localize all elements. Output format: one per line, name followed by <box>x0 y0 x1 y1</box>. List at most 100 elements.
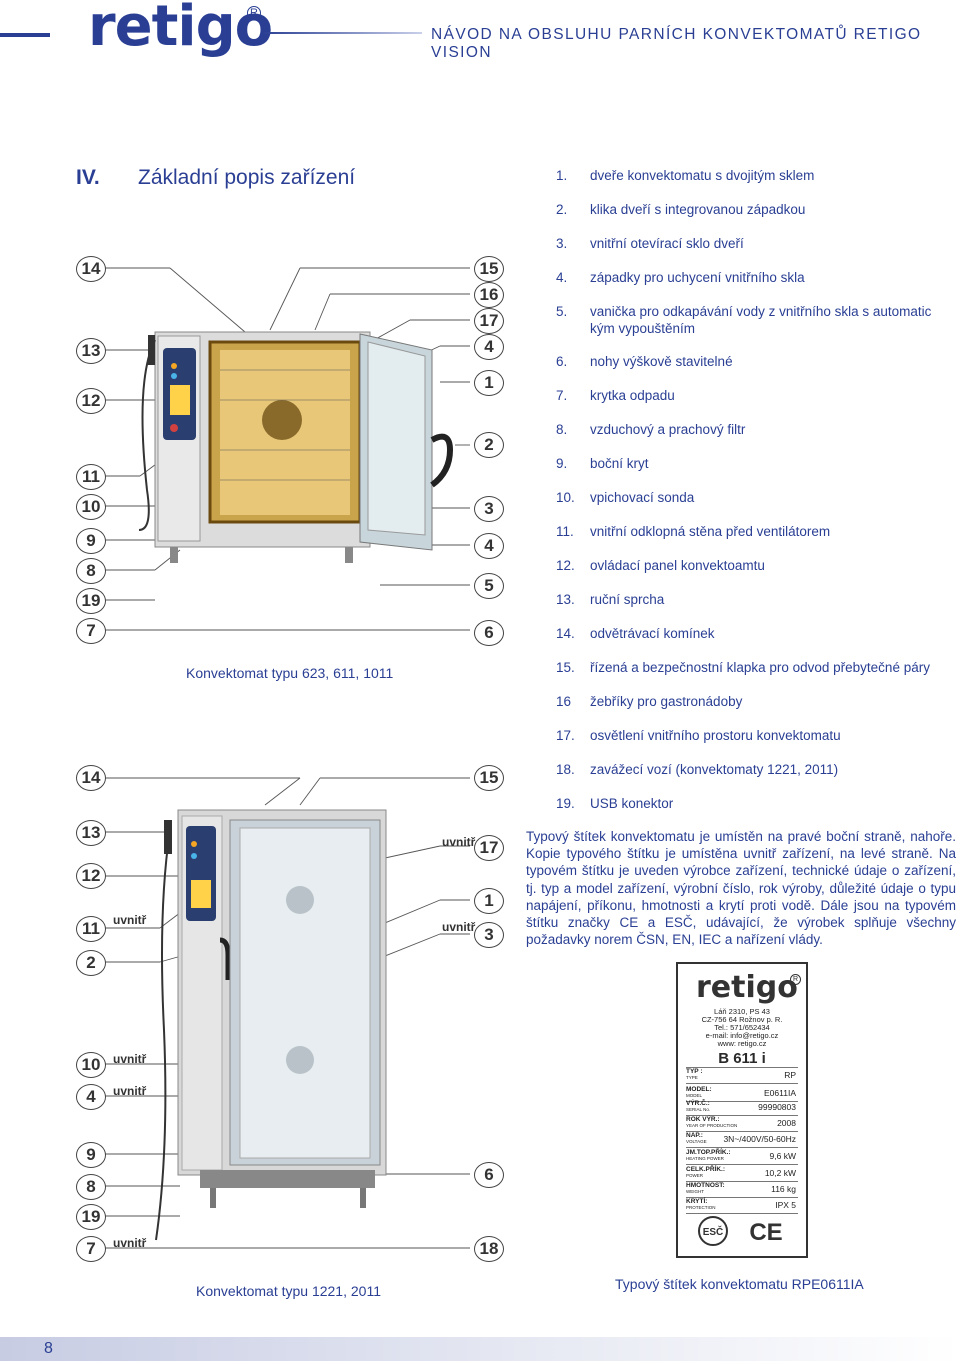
part-label: vpichovací sonda <box>590 490 695 505</box>
part-label: boční kryt <box>590 456 649 471</box>
part-label: ovládací panel konvektoamtu <box>590 558 765 573</box>
part-list-item: 4. západky pro uchycení vnitřního skla <box>556 269 950 286</box>
part-number: 10. <box>556 490 575 505</box>
rating-plate: retigo R Láň 2310, PS 43 CZ-756 64 Rožno… <box>676 962 808 1258</box>
callout2-1: 1 <box>474 888 504 914</box>
part-number: 14. <box>556 626 575 641</box>
plate-row-sublabel: HEATING POWER <box>686 1156 724 1161</box>
part-list-item: 5.vanička pro odkapávání vody z vnitřníh… <box>556 303 950 337</box>
callout2-2: 2 <box>76 950 106 976</box>
plate-address-line: www: retigo.cz <box>717 1039 767 1048</box>
esc-mark-text: ESČ <box>703 1225 724 1238</box>
part-list-item: 14.odvětrávací komínek <box>556 625 950 642</box>
callout2-12: 12 <box>76 863 106 889</box>
plate-logo: retigo <box>696 970 798 1005</box>
callout2-19: 19 <box>76 1204 106 1230</box>
plate-row-label: KRYTÍ: <box>686 1198 708 1205</box>
plate-row: HMOTNOST:WEIGHT 116 kg <box>686 1182 798 1198</box>
plate-row: CELK.PŘÍK.:POWER 10,2 kW <box>686 1166 798 1182</box>
part-list-item: 1. dveře konvektomatu s dvojitým sklem <box>556 167 950 184</box>
callout-11: 11 <box>76 464 106 490</box>
figure2-caption: Konvektomat typu 1221, 2011 <box>196 1283 381 1299</box>
plate-row-sublabel: VOLTAGE <box>686 1139 707 1144</box>
plate-row-sublabel: SERIAL No. <box>686 1107 711 1112</box>
plate-row-label: JM.TOP.PŘÍK.: <box>686 1149 731 1156</box>
callout2-18: 18 <box>474 1236 504 1262</box>
callout-12: 12 <box>76 388 106 414</box>
plate-row-value: 3N~/400V/50-60Hz <box>723 1134 796 1144</box>
part-label: řízená a bezpečnostní klapka pro odvod p… <box>590 660 930 675</box>
certification-marks: ESČ CE <box>698 1216 783 1246</box>
plate-row: JM.TOP.PŘÍK.:HEATING POWER 9,6 kW <box>686 1149 798 1165</box>
plate-row-value: 2008 <box>777 1118 796 1128</box>
part-number: 3. <box>556 236 568 251</box>
plate-row-value: 9,6 kW <box>769 1151 796 1161</box>
plate-address-line: Tel.: 571/652434 <box>714 1023 770 1032</box>
part-label: ruční sprcha <box>590 592 665 607</box>
part-list-item: 19. USB konektor <box>556 795 950 812</box>
figure1-caption: Konvektomat typu 623, 611, 1011 <box>186 665 394 681</box>
callout-16: 16 <box>474 282 504 308</box>
plate-row-sublabel: POWER <box>686 1173 704 1178</box>
footer-bar <box>0 1337 960 1361</box>
callout2-4: 4 <box>76 1084 106 1110</box>
inside-label: uvnitř <box>113 1236 147 1250</box>
plate-row-label: VÝR.Č.: <box>686 1100 710 1107</box>
inside-label: uvnitř <box>442 835 476 849</box>
part-label: klika dveří s integrovanou západkou <box>590 202 806 217</box>
plate-row-value: 10,2 kW <box>764 1168 796 1178</box>
part-label: osvětlení vnitřního prostoru konvektomat… <box>590 728 841 743</box>
plate-row-value: IPX 5 <box>775 1200 796 1210</box>
plate-description: Typový štítek konvektomatu je umístěn na… <box>526 829 956 948</box>
callout-17: 17 <box>474 308 504 334</box>
callout-13: 13 <box>76 338 106 364</box>
plate-row-value: E0611IA <box>764 1088 796 1098</box>
plate-row-label: CELK.PŘÍK.: <box>686 1166 725 1173</box>
header-rule <box>262 32 422 34</box>
plate-row-label: TYP : <box>686 1068 703 1075</box>
plate-row-label: HMOTNOST: <box>686 1182 725 1189</box>
ce-mark-icon: CE <box>749 1219 782 1246</box>
part-list-item: 15.řízená a bezpečnostní klapka pro odvo… <box>556 659 950 676</box>
part-list-item: 3.vnitřní otevírací sklo dveří <box>556 235 950 252</box>
plate-row-value: 116 kg <box>771 1184 796 1194</box>
plate-model-name: B 611 i <box>686 1050 798 1068</box>
callout-8: 8 <box>76 558 106 584</box>
part-number: 19. <box>556 796 575 811</box>
callout2-6: 6 <box>474 1162 504 1188</box>
part-number: 17. <box>556 728 575 743</box>
plate-row: VÝR.Č.:SERIAL No.99990803 <box>686 1100 798 1116</box>
part-label: nohy výškově stavitelné <box>590 354 733 369</box>
callout-15: 15 <box>474 256 504 282</box>
plate-address-line: CZ-756 64 Rožnov p. R. <box>701 1015 783 1024</box>
plate-row-sublabel: WEIGHT <box>686 1189 704 1194</box>
section-number: IV. <box>76 166 100 189</box>
part-number: 1. <box>556 168 568 183</box>
inside-label: uvnitř <box>442 920 476 934</box>
header-accent-bar <box>0 33 50 37</box>
esc-mark-icon <box>698 1216 728 1246</box>
callout2-17: 17 <box>474 835 504 861</box>
page-number: 8 <box>44 1340 53 1357</box>
part-number: 4. <box>556 270 568 285</box>
part-number: 8. <box>556 422 568 437</box>
part-number: 18. <box>556 762 575 777</box>
part-list-item: 6.nohy výškově stavitelné <box>556 353 950 370</box>
callout2-14: 14 <box>76 765 106 791</box>
part-list-item: 2.klika dveří s integrovanou západkou <box>556 201 950 218</box>
callout2-10: 10 <box>76 1052 106 1078</box>
callout-19: 19 <box>76 588 106 614</box>
part-label: západky pro uchycení vnitřního skla <box>590 270 805 285</box>
callout-6: 6 <box>474 620 504 646</box>
part-list-item: 11.vnitřní odklopná stěna před ventiláto… <box>556 523 950 540</box>
part-list-item: 18.zavážecí vozí (konvektomaty 1221, 201… <box>556 761 950 778</box>
part-number: 11. <box>556 524 574 539</box>
callout-7: 7 <box>76 618 106 644</box>
inside-label: uvnitř <box>113 913 147 927</box>
part-label: dveře konvektomatu s dvojitým sklem <box>590 168 815 183</box>
part-number: 7. <box>556 388 568 403</box>
inside-label: uvnitř <box>113 1052 147 1066</box>
part-label: USB konektor <box>590 796 674 811</box>
callout-14: 14 <box>76 256 106 282</box>
